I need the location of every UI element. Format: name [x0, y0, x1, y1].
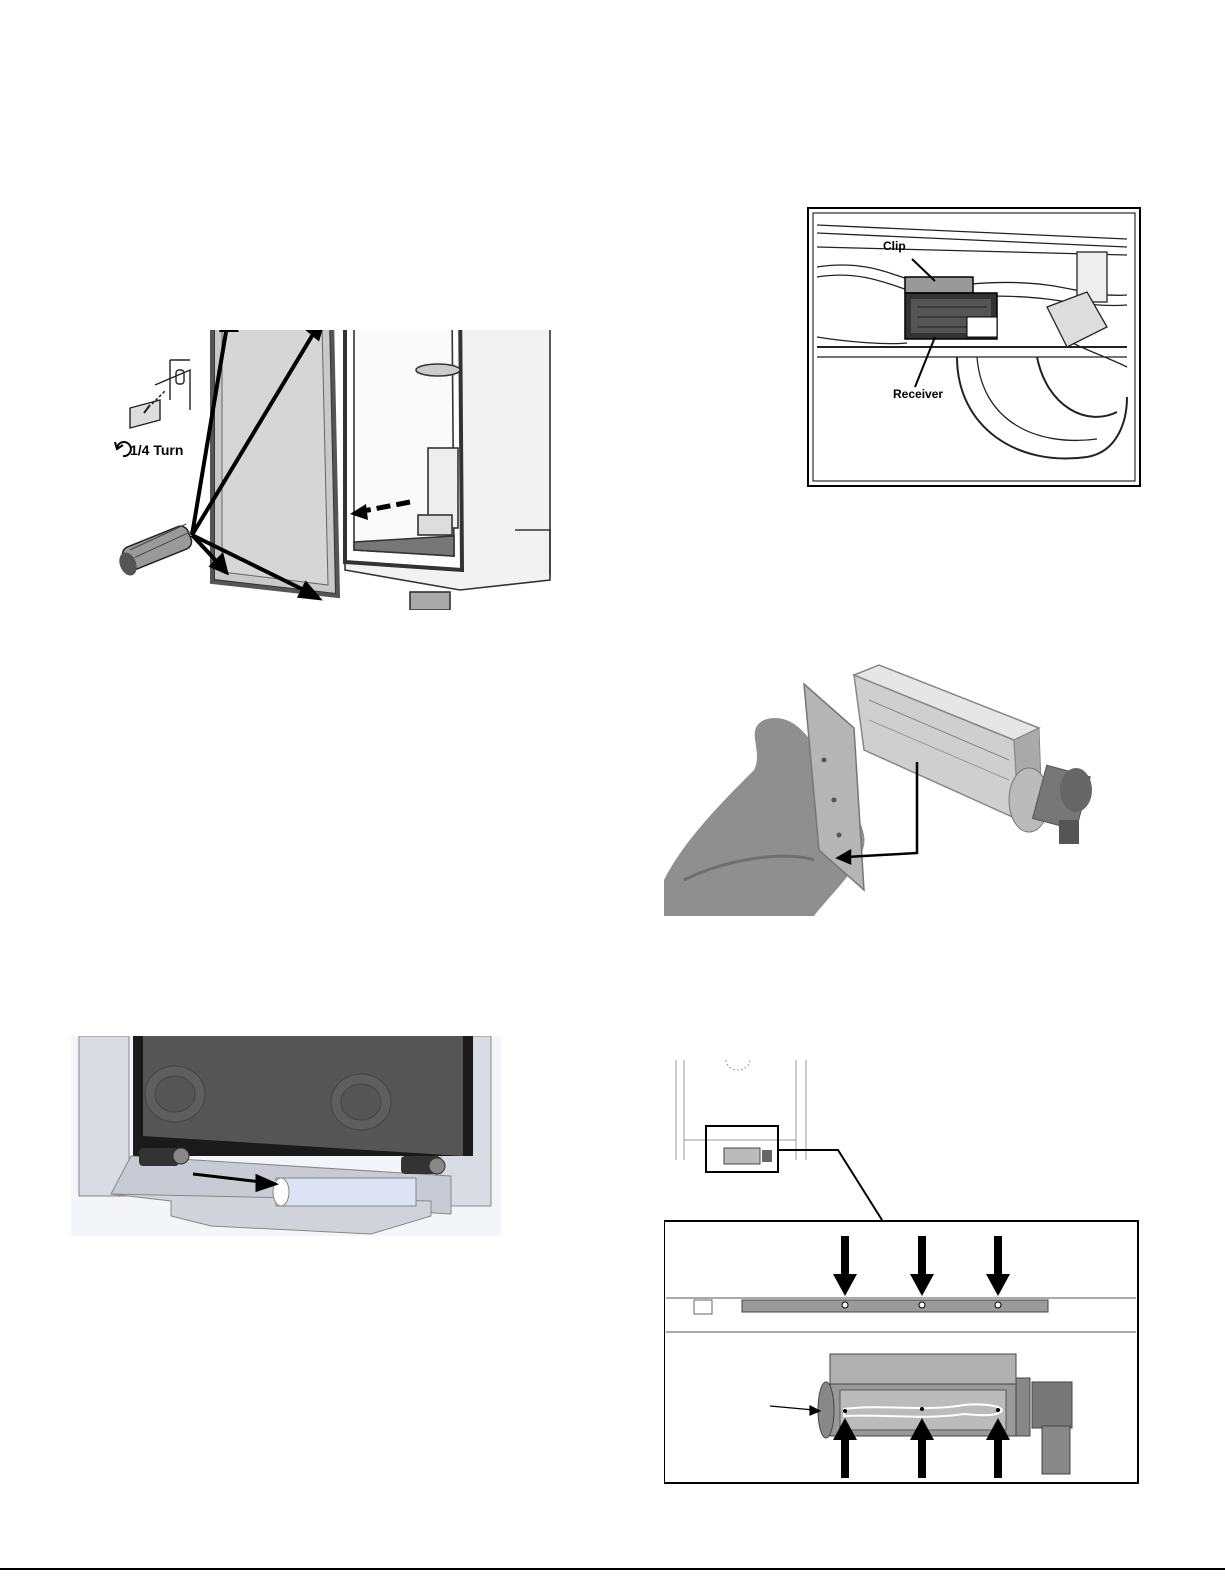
glass-removal-illustration	[100, 330, 570, 610]
receiver-clip-illustration	[807, 207, 1141, 487]
blower-insert-render	[71, 1036, 501, 1236]
overview-diagram	[676, 1060, 806, 1160]
figure-receiver-clip: Clip Receiver	[807, 207, 1141, 487]
blower-unit	[273, 1178, 416, 1206]
receiver-label: Receiver	[893, 387, 943, 401]
firebox-unit	[345, 330, 550, 610]
screwdriver-tool	[116, 524, 194, 579]
quarter-turn-label: 1/4 Turn	[130, 442, 183, 458]
clip-part	[905, 277, 973, 293]
callout-leader	[778, 1150, 882, 1220]
footer-rule	[0, 1568, 1225, 1570]
blower-assembly	[854, 665, 1092, 844]
receiver-part	[905, 293, 997, 339]
clip-label: Clip	[883, 239, 906, 253]
blower-plate-photo	[664, 660, 1124, 916]
latch-detail	[130, 360, 190, 428]
figure-glass-removal: 1/4 Turn	[100, 330, 570, 610]
rotate-arrow-icon	[117, 442, 131, 456]
figure-blower-insert	[71, 1036, 501, 1236]
figure-blower-plate-photo	[664, 660, 1124, 916]
figure-blower-location	[664, 1060, 1142, 1485]
blower-location-diagram	[664, 1060, 1142, 1485]
